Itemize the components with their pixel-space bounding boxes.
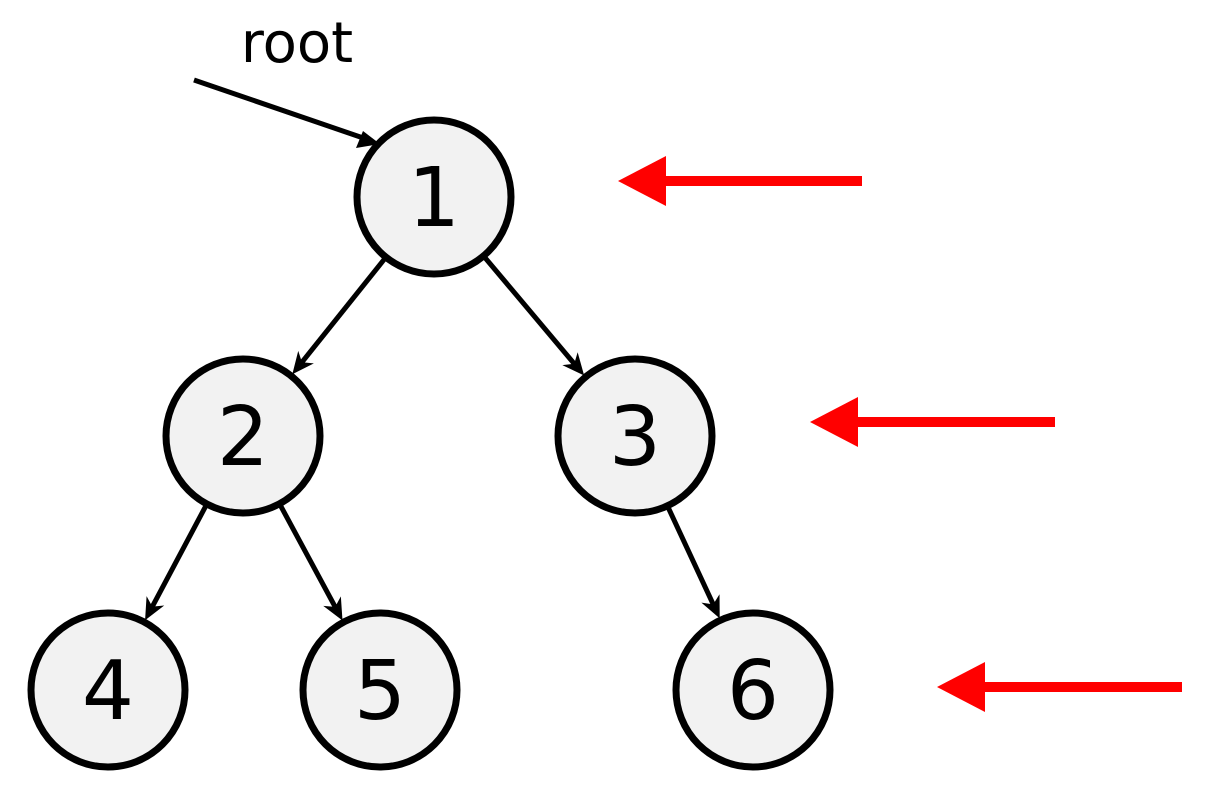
edge-1-3 <box>482 255 585 376</box>
node-label: 4 <box>82 644 134 739</box>
level-marker-arrowhead <box>937 662 985 712</box>
tree-node-6: 6 <box>672 609 834 771</box>
level-marker-arrow-2 <box>937 662 1182 712</box>
node-circle <box>353 116 515 278</box>
edge-arrowhead <box>292 350 314 375</box>
edge-arrowhead <box>145 596 165 621</box>
node-label: 3 <box>609 390 661 485</box>
level-marker-arrow-1 <box>810 397 1055 447</box>
node-circle <box>27 609 189 771</box>
edge-1-2 <box>292 257 387 375</box>
edge-3-6 <box>666 506 720 619</box>
edge-2-5 <box>278 504 343 621</box>
tree-node-1: 1 <box>353 116 515 278</box>
node-circle <box>299 609 461 771</box>
edge-arrowhead <box>562 352 585 376</box>
tree-node-5: 5 <box>299 609 461 771</box>
root-pointer-arrow <box>193 77 373 144</box>
level-marker-arrow-0 <box>618 156 862 206</box>
node-circle <box>554 355 716 517</box>
tree-node-2: 2 <box>162 355 324 517</box>
root-label: root <box>241 11 353 76</box>
edge-arrowhead <box>701 594 720 619</box>
node-label: 6 <box>727 644 779 739</box>
node-label: 1 <box>408 151 460 246</box>
tree-node-4: 4 <box>27 609 189 771</box>
node-circle <box>672 609 834 771</box>
edge-arrowhead <box>323 596 343 621</box>
node-label: 5 <box>354 644 406 739</box>
edge-2-4 <box>145 504 209 621</box>
level-marker-arrowhead <box>618 156 666 206</box>
node-label: 2 <box>217 390 269 485</box>
node-circle <box>162 355 324 517</box>
level-marker-arrowhead <box>810 397 858 447</box>
tree-node-3: 3 <box>554 355 716 517</box>
